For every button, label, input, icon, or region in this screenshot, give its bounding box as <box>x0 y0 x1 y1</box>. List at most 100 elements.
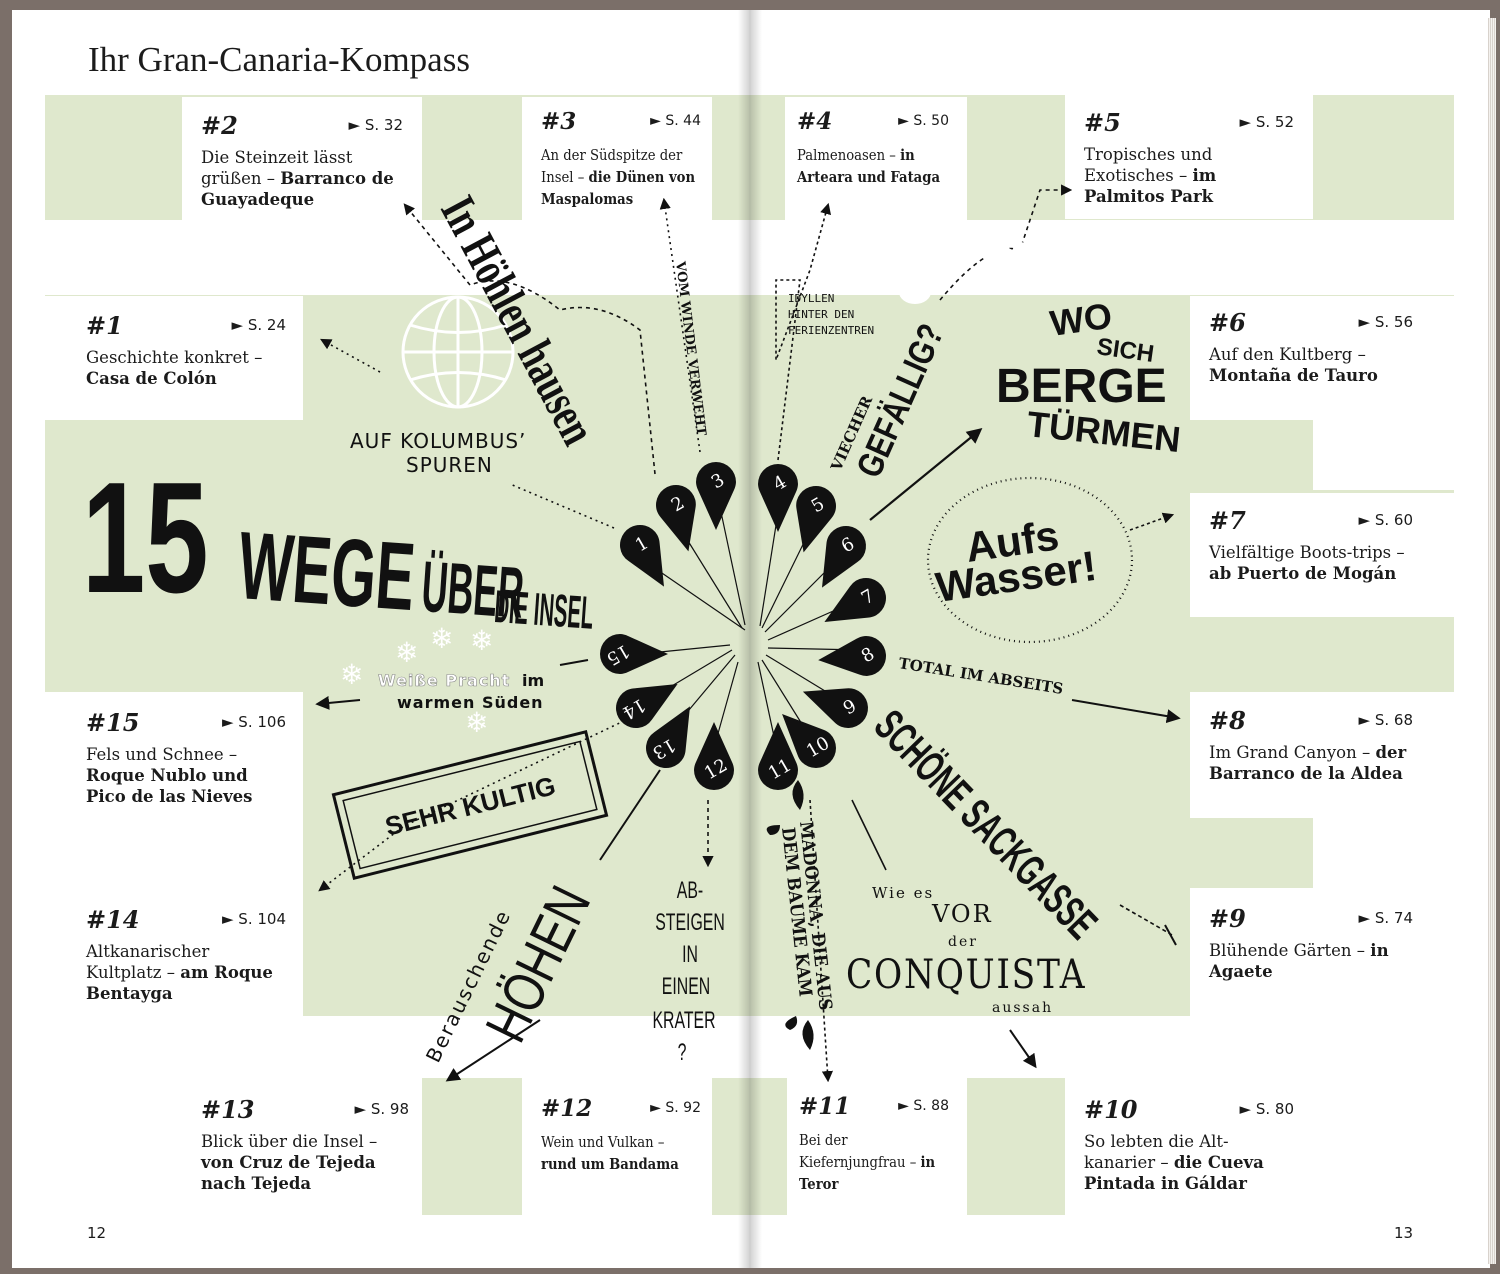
svg-text:AB-: AB- <box>677 878 703 904</box>
label-vor: VOR <box>931 900 993 928</box>
card-3[interactable]: #3 ► S. 44 An der Südspitze der Insel – … <box>522 97 712 221</box>
drop-9: 9 <box>802 688 868 728</box>
card-14[interactable]: #14 ► S. 104 Altkanarischer Kultplatz – … <box>45 888 303 1016</box>
card-number: #11 <box>799 1093 851 1120</box>
page-reference: ► S. 106 <box>222 713 286 731</box>
kultig-frame: SEHR KULTIG <box>331 730 609 880</box>
card-number: #8 <box>1209 706 1246 735</box>
svg-text:❄: ❄ <box>465 706 488 739</box>
svg-text:?: ? <box>678 1040 687 1066</box>
page-reference: ► S. 88 <box>898 1098 949 1114</box>
card-5[interactable]: #5 ► S. 52 Tropisches und Exotisches – i… <box>1065 95 1313 219</box>
drop-shape <box>758 722 798 790</box>
headline-number: 15 <box>82 450 209 627</box>
label-idyllen-1: IDYLLEN <box>788 292 834 305</box>
card-9[interactable]: #9 ► S. 74 Blühende Gärten – in Agaete <box>1190 888 1454 1016</box>
page-number-left: 12 <box>87 1224 107 1242</box>
card-description: Vielfältige Boots-trips – ab Puerto de M… <box>1209 543 1405 583</box>
svg-text:❄: ❄ <box>340 658 363 691</box>
white-stripe <box>45 1016 1454 1078</box>
label-idyllen-3: FERIENZENTREN <box>788 324 874 337</box>
drop-shape <box>758 464 798 532</box>
card-description: An der Südspitze der Insel – die Dünen v… <box>541 146 696 208</box>
card-number: #4 <box>797 108 833 135</box>
page-reference: ► S. 68 <box>1358 711 1413 729</box>
drop-14: 14 <box>616 684 678 728</box>
label-winde: VOM WINDE VERWEHT <box>672 260 708 437</box>
drop-13: 13 <box>646 706 690 768</box>
drop-15: 15 <box>600 634 668 674</box>
card-description: Im Grand Canyon – der Barranco de la Ald… <box>1209 743 1407 783</box>
card-number: #14 <box>86 905 140 934</box>
card-2[interactable]: #2 ► S. 32 Die Steinzeit lässt grüßen – … <box>182 97 422 221</box>
card-1[interactable]: #1 ► S. 24 Geschichte konkret – Casa de … <box>45 296 303 420</box>
svg-text:KRATER: KRATER <box>652 1008 715 1034</box>
label-idyllen-2: HINTER DEN <box>788 308 854 321</box>
card-number: #7 <box>1209 506 1246 535</box>
paw-print-icon <box>895 223 1026 304</box>
card-description: Tropisches und Exotisches – im Palmitos … <box>1084 145 1217 206</box>
page-number-right: 13 <box>1394 1224 1414 1242</box>
card-6[interactable]: #6 ► S. 56 Auf den Kultberg – Montaña de… <box>1190 296 1454 420</box>
drop-4: 4 <box>758 464 798 532</box>
page-reference: ► S. 92 <box>650 1100 701 1116</box>
drop-6: 6 <box>822 526 866 588</box>
page-title: Ihr Gran-Canaria-Kompass <box>88 40 470 79</box>
card-description: Die Steinzeit lässt grüßen – Barranco de… <box>201 148 394 209</box>
svg-text:IN: IN <box>682 942 698 968</box>
card-description: Geschichte konkret – Casa de Colón <box>86 348 263 388</box>
card-11[interactable]: #11 ► S. 88 Bei der Kiefernjungfrau – in… <box>787 1078 967 1215</box>
card-4[interactable]: #4 ► S. 50 Palmenoasen – in Arteara und … <box>785 97 967 221</box>
kultig-label: SEHR KULTIG <box>382 770 558 841</box>
page-reference: ► S. 98 <box>354 1100 409 1118</box>
page-edge <box>1488 18 1496 1264</box>
drop-shape <box>796 486 836 553</box>
card-7[interactable]: #7 ► S. 60 Vielfältige Boots-trips – ab … <box>1190 493 1454 617</box>
card-number: #3 <box>541 108 577 135</box>
headline-ueber: ÜBER <box>419 546 526 634</box>
card-number: #10 <box>1084 1095 1138 1124</box>
label-krater: AB- STEIGEN IN EINEN KRATER ? <box>652 878 724 1066</box>
label-warmen-sueden: warmen Süden <box>397 693 544 712</box>
label-wie-es: Wie es <box>872 884 934 902</box>
card-13[interactable]: #13 ► S. 98 Blick über die Insel – von C… <box>183 1078 422 1215</box>
card-number: #5 <box>1084 108 1121 137</box>
label-abseits: TOTAL IM ABSEITS <box>897 654 1064 698</box>
label-im: im <box>522 671 544 690</box>
card-description: Blick über die Insel – von Cruz de Tejed… <box>201 1132 378 1193</box>
page-reference: ► S. 104 <box>222 910 286 928</box>
card-number: #15 <box>86 708 140 737</box>
card-number: #12 <box>541 1095 593 1122</box>
svg-text:❄: ❄ <box>430 622 453 655</box>
svg-text:EINEN: EINEN <box>662 974 710 1000</box>
card-12[interactable]: #12 ► S. 92 Wein und Vulkan – rund um Ba… <box>522 1078 712 1215</box>
card-description: Palmenoasen – in Arteara und Fataga <box>797 146 941 186</box>
drop-3: 3 <box>696 462 736 530</box>
card-number: #1 <box>86 311 123 340</box>
label-aussah: aussah <box>992 1000 1053 1016</box>
label-weisse-pracht: Weiße Pracht <box>378 671 510 690</box>
card-8[interactable]: #8 ► S. 68 Im Grand Canyon – der Barranc… <box>1190 692 1454 818</box>
label-conquista: CONQUISTA <box>846 950 1086 997</box>
drop-shape <box>620 525 664 587</box>
radial-rays <box>629 497 863 756</box>
white-stripe <box>1313 420 1454 490</box>
card-description: Wein und Vulkan – rund um Bandama <box>541 1133 679 1173</box>
drop-12: 12 <box>694 722 734 790</box>
drop-shape <box>802 688 868 728</box>
card-description: Fels und Schnee – Roque Nublo und Pico d… <box>86 745 253 806</box>
label-wo: WO <box>1047 295 1114 344</box>
drop-8: 8 <box>818 636 886 676</box>
white-stripe <box>45 1078 183 1215</box>
drop-shape <box>782 714 836 768</box>
card-10[interactable]: #10 ► S. 80 So lebten die Alt-kanarier –… <box>1065 1078 1313 1215</box>
book-gutter <box>738 10 762 1268</box>
card-15[interactable]: #15 ► S. 106 Fels und Schnee – Roque Nub… <box>45 692 303 818</box>
page-reference: ► S. 32 <box>348 116 403 134</box>
white-stripe <box>45 818 303 888</box>
white-stripe <box>1313 1078 1454 1215</box>
svg-text:STEIGEN: STEIGEN <box>655 910 725 936</box>
page-reference: ► S. 44 <box>650 113 701 129</box>
card-number: #6 <box>1209 308 1246 337</box>
